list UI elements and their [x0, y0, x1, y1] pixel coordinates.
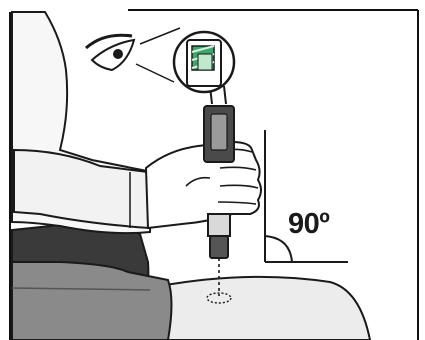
angle-label: 90º [288, 208, 329, 241]
thigh [140, 277, 370, 340]
